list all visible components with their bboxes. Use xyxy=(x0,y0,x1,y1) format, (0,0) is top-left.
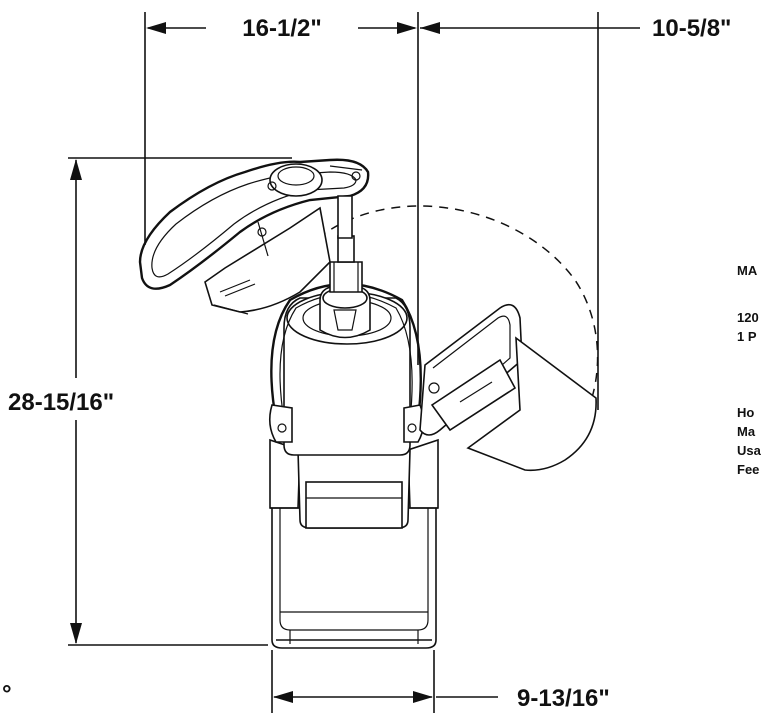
machine-illustration xyxy=(138,158,599,649)
dimension-top-width: 16-1/2" xyxy=(144,12,419,365)
dimension-bottom-width: 9-13/16" xyxy=(271,650,610,713)
pivot-hub xyxy=(269,163,323,197)
bottom-left-mark: ° xyxy=(2,681,12,708)
dimension-top-right: 10-5/8" xyxy=(420,12,731,410)
pusher-lever-arm xyxy=(138,158,370,290)
dim-label-top-width: 16-1/2" xyxy=(242,15,321,42)
dimension-height: 28-15/16" xyxy=(4,157,292,646)
dim-label-height: 28-15/16" xyxy=(8,389,114,416)
spec-label-phase: 1 P xyxy=(737,329,757,344)
spec-label-max: Ma xyxy=(737,424,756,439)
dim-label-top-right: 10-5/8" xyxy=(652,15,731,42)
spec-label-feed: Fee xyxy=(737,462,759,477)
dim-label-bottom-width: 9-13/16" xyxy=(517,685,610,712)
spec-text-column: MA 120 1 P Ho Ma Usa Fee xyxy=(737,263,762,477)
spec-label-usable: Usa xyxy=(737,443,762,458)
spec-label-model: MA xyxy=(737,263,758,278)
spec-label-voltage: 120 xyxy=(737,310,759,325)
lid-swing-arc xyxy=(317,205,599,463)
spec-label-hopper: Ho xyxy=(737,405,754,420)
lid-cover-swung xyxy=(466,336,597,472)
